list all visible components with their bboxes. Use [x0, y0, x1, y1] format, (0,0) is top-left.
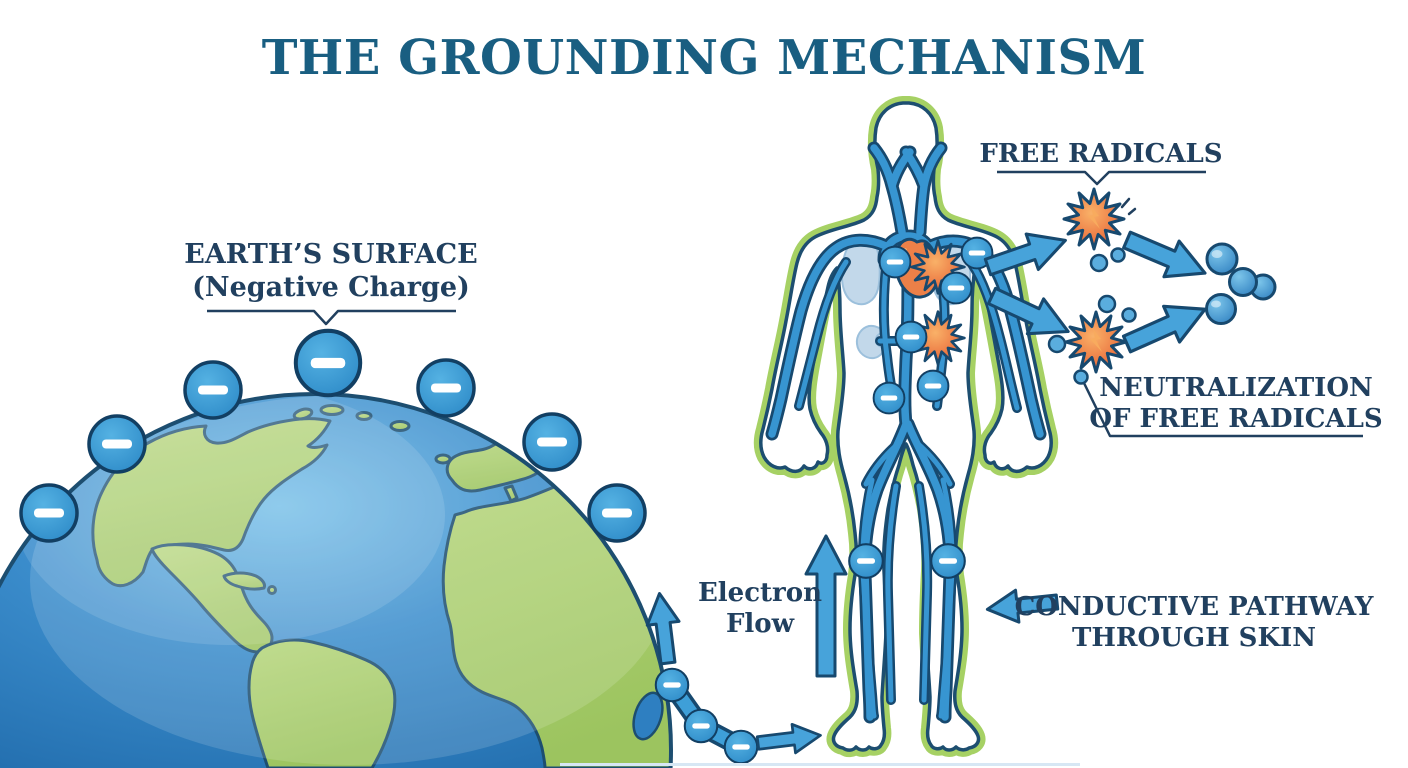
electron-flow-label-line1: Electron — [697, 578, 823, 608]
negative-charge-icon — [930, 543, 966, 579]
negative-charge-icon — [878, 245, 912, 279]
neutralization-label: NEUTRALIZATION OF FREE RADICALS — [1089, 373, 1382, 435]
diagram-title: THE GROUNDING MECHANISM — [261, 30, 1147, 86]
conductive-pathway-label-line1: CONDUCTIVE PATHWAY — [1014, 592, 1374, 622]
neutralization-arrow-icon — [1117, 289, 1215, 364]
earth-surface-label-line1: EARTH’S SURFACE — [184, 239, 478, 270]
electron-flow-path — [642, 590, 824, 765]
neutralization-label-line1: NEUTRALIZATION — [1099, 373, 1373, 403]
free-radicals-label: FREE RADICALS — [979, 139, 1223, 169]
negative-charge-icon — [939, 271, 973, 305]
sea-patch — [632, 691, 664, 741]
continent-central-america — [150, 543, 274, 654]
spark-tick-icon — [1120, 197, 1137, 216]
free-radical-detail — [1047, 187, 1277, 385]
peninsula-italy — [503, 484, 519, 503]
electron-icon — [723, 729, 759, 765]
electron-icon — [654, 667, 690, 703]
negative-charge-icon — [587, 483, 647, 543]
electron-flow-label: Electron Flow — [698, 578, 822, 640]
negative-charge-icon — [19, 483, 79, 543]
free-radicals-label-pointer — [997, 170, 1206, 186]
electron-icon — [683, 708, 719, 744]
negative-charge-icon — [522, 412, 582, 472]
neutralization-label-pointer — [1081, 380, 1363, 438]
continents — [91, 404, 671, 768]
negative-charge-icon — [183, 360, 243, 420]
conductive-pathway-label-line2: THROUGH SKIN — [1072, 623, 1316, 653]
negative-charge-icon — [916, 369, 950, 403]
negative-charge-icon — [296, 331, 360, 395]
neutralized-molecule-icon — [1205, 242, 1277, 325]
electron-flow-label-line2: Flow — [725, 609, 795, 639]
earth-label-pointer — [207, 309, 456, 326]
earth-surface-label: EARTH’S SURFACE (Negative Charge) — [184, 238, 477, 304]
human-body — [761, 103, 1051, 750]
island-cuba — [222, 571, 266, 591]
continent-south-america — [247, 638, 397, 768]
right-arrow-icon — [754, 719, 824, 759]
negative-charge-icon — [416, 358, 476, 418]
globe-sheen-2 — [15, 394, 445, 645]
neutralization-label-line2: OF FREE RADICALS — [1089, 404, 1383, 434]
globe-sheen — [30, 395, 670, 765]
neutralization-arrow-icon — [1117, 220, 1215, 293]
negative-charge-icon — [848, 543, 884, 579]
ground-line — [560, 763, 1080, 766]
stray-electrons — [1047, 247, 1137, 385]
conductive-pathway-label: CONDUCTIVE PATHWAY THROUGH SKIN — [1015, 592, 1374, 654]
free-radical-icon — [1064, 310, 1128, 374]
negative-charge-icon — [872, 381, 906, 415]
negative-charge-icon — [894, 320, 928, 354]
earth-surface-label-line2: (Negative Charge) — [192, 272, 470, 303]
free-radical-icon — [1062, 187, 1126, 251]
negative-charge-icon — [87, 414, 147, 474]
